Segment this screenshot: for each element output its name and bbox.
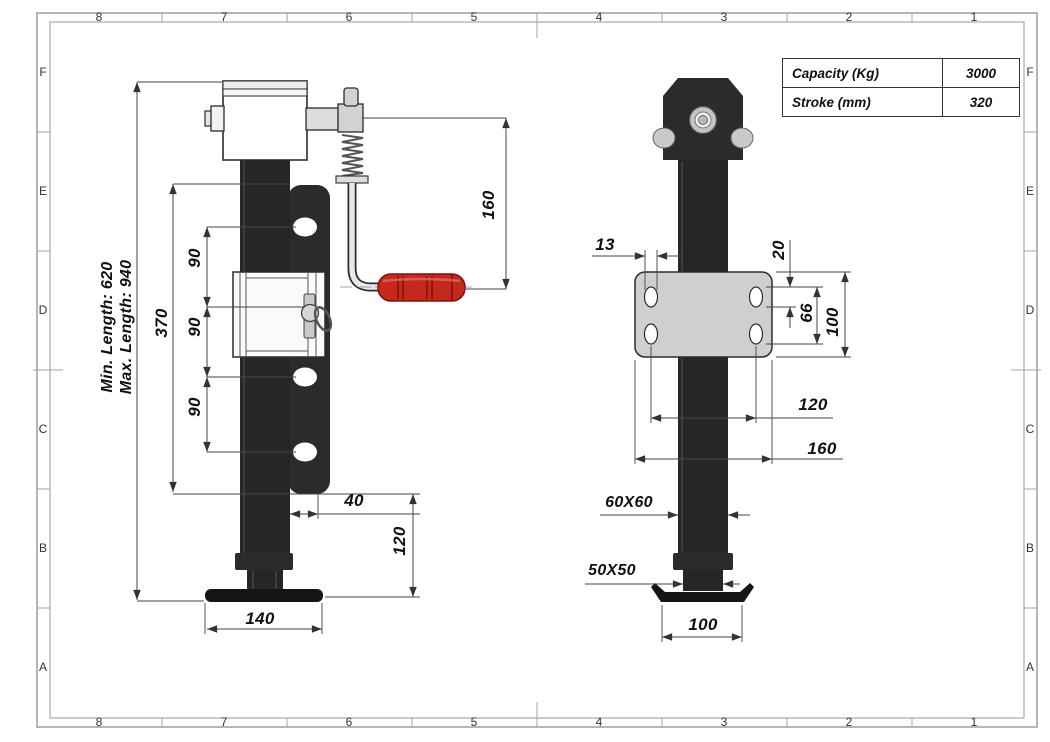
frame-row-label: F [1026,65,1034,79]
housing-left-notch [652,127,676,149]
frame-col-label: 5 [470,715,478,729]
frame-col-label: 5 [470,10,478,24]
spec-capacity-value: 3000 [942,58,1020,88]
frame-row-label: A [38,660,48,674]
frame-col-label: 7 [220,715,228,729]
crank-input [305,87,364,133]
max-length-note: Max. Length: 940 [118,259,135,395]
spec-stroke-value: 320 [942,87,1020,117]
side-inner-tube [247,570,283,591]
frame-col-label: 8 [95,715,103,729]
table-row: Stroke (mm) 320 [782,87,1020,117]
length-note: Min. Length: 620 Max. Length: 940 [98,260,136,395]
clamp-bracket [232,271,333,358]
outer-tube-size-label: 60X60 [605,494,653,511]
front-mounting-plate [634,271,773,358]
dim-drop-height-label: 120 [390,526,409,556]
front-plate-slots [643,286,764,345]
frame-col-label: 3 [720,715,728,729]
spec-capacity-label: Capacity (Kg) [782,58,943,88]
frame-col-label: 4 [595,10,603,24]
frame-row-label: B [1025,541,1035,555]
dim-hole-span-label: 66 [797,303,816,323]
side-foot-pad [205,589,323,602]
side-plate-slots [293,217,317,462]
front-collar [673,553,733,570]
spec-stroke-label: Stroke (mm) [782,87,943,117]
side-view [204,80,473,602]
frame-col-label: 6 [345,715,353,729]
dim-hole-spacing-label: 90 [185,317,204,337]
front-view-dimensions [585,240,851,642]
sheet-border [33,12,1041,728]
lynch-pin-ring [313,306,333,332]
front-inner-tube [683,570,723,591]
frame-col-label: 1 [970,10,978,24]
dim-plate-length-label: 370 [152,308,171,338]
side-collar [235,553,293,570]
frame-row-label: B [38,541,48,555]
spec-table: Capacity (Kg) 3000 Stroke (mm) 320 [782,58,1020,117]
dim-plate-width-label: 160 [807,439,837,458]
frame-row-label: E [38,184,48,198]
frame-col-label: 8 [95,10,103,24]
inner-tube-size-label: 50X50 [588,562,636,579]
dim-foot-width-label: 100 [688,615,718,634]
frame-row-label: D [38,303,48,317]
frame-row-label: C [1025,422,1035,436]
frame-row-label: D [1025,303,1035,317]
dim-plate-height-label: 100 [823,307,842,337]
dim-hole-spacing-label: 90 [185,248,204,268]
dim-plate-offset-label: 40 [344,491,364,510]
front-view [634,78,773,602]
frame-row-label: A [1025,660,1035,674]
side-view-dimensions [133,81,510,634]
housing-right-notch [730,127,754,149]
spring-washer [335,175,369,184]
frame-col-label: 4 [595,715,603,729]
crank-handle [377,273,466,302]
dim-slot-length-label: 20 [769,240,788,260]
frame-col-label: 6 [345,10,353,24]
frame-col-label: 2 [845,715,853,729]
min-length-note: Min. Length: 620 [99,261,116,393]
frame-col-label: 7 [220,10,228,24]
dim-crank-height-label: 160 [479,190,498,220]
frame-col-label: 2 [845,10,853,24]
crank-spring [341,133,364,178]
front-foot-pad [651,583,754,602]
frame-col-label: 1 [970,715,978,729]
dim-slot-width-label: 13 [595,235,615,254]
frame-col-label: 3 [720,10,728,24]
frame-row-label: F [39,65,47,79]
frame-row-label: E [1025,184,1035,198]
dim-hole-spacing-front-label: 120 [798,395,828,414]
frame-row-label: C [38,422,48,436]
dim-hole-spacing-label: 90 [185,397,204,417]
dim-foot-diameter-label: 140 [245,609,275,628]
gearbox [204,80,308,161]
crank-pivot-pin [343,87,359,107]
table-row: Capacity (Kg) 3000 [782,58,1020,88]
crank-rod [347,183,380,292]
